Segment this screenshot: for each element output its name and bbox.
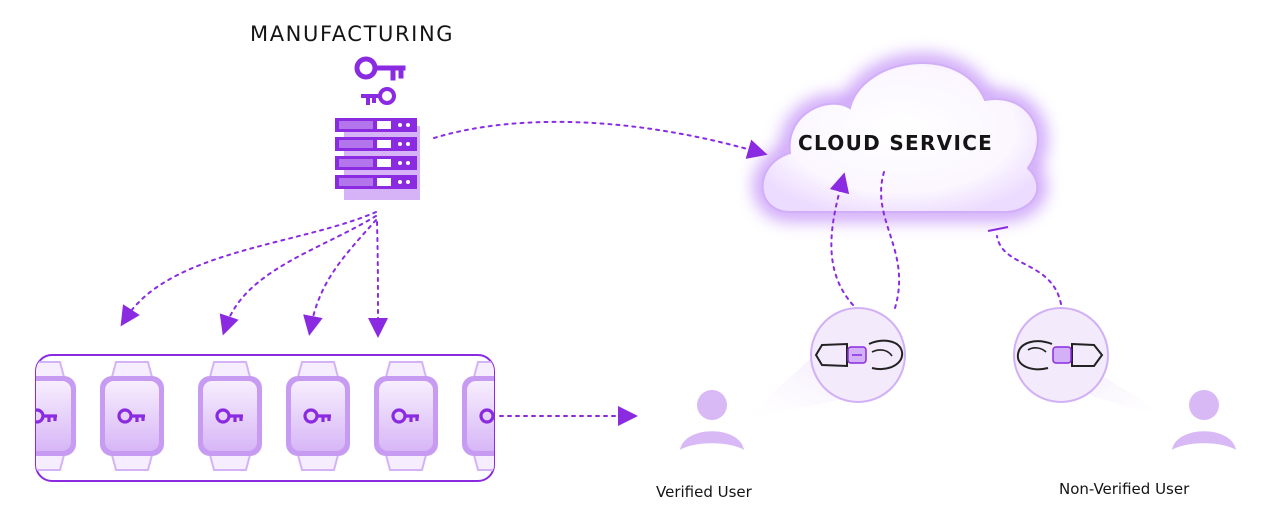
distribution-arrows	[120, 120, 768, 426]
smartwatch-key-icon	[36, 361, 76, 471]
smartwatch-key-icon	[198, 361, 262, 471]
smartwatch-key-icon	[462, 361, 494, 471]
smartwatch-key-icon	[286, 361, 350, 471]
verified-request-arrow	[829, 172, 854, 306]
verified-user-avatar-icon	[680, 390, 744, 450]
user-cloud-links	[829, 171, 1062, 309]
verified-response-line	[880, 171, 901, 309]
verified-user-label: Verified User	[656, 483, 752, 501]
device-strip	[35, 354, 495, 482]
cloud-service-label: CLOUD SERVICE	[798, 131, 994, 155]
smartwatch-key-icon	[374, 361, 438, 471]
nonverified-request-line	[996, 235, 1062, 305]
arrow-server-to-cloud	[433, 120, 768, 159]
arrow-to-watch-2	[219, 215, 377, 336]
arrow-to-watch-4	[367, 221, 388, 338]
manufacturing-key-small-icon	[361, 87, 396, 105]
arrow-to-watch-3	[303, 219, 377, 336]
nonverified-user-avatar-icon	[1172, 390, 1236, 450]
verified-wrist-watch-icon	[810, 307, 906, 403]
nonverified-wrist-watch-icon	[1013, 307, 1109, 403]
manufacturing-label: MANUFACTURING	[250, 22, 455, 46]
server-rack-icon	[335, 118, 420, 200]
nonverified-user-label: Non-Verified User	[1059, 480, 1190, 498]
blocked-request-bar	[987, 226, 1009, 232]
manufacturing-key-large-icon	[354, 56, 406, 81]
arrow-to-watch-1	[120, 211, 377, 327]
smartwatch-key-icon	[100, 361, 164, 471]
